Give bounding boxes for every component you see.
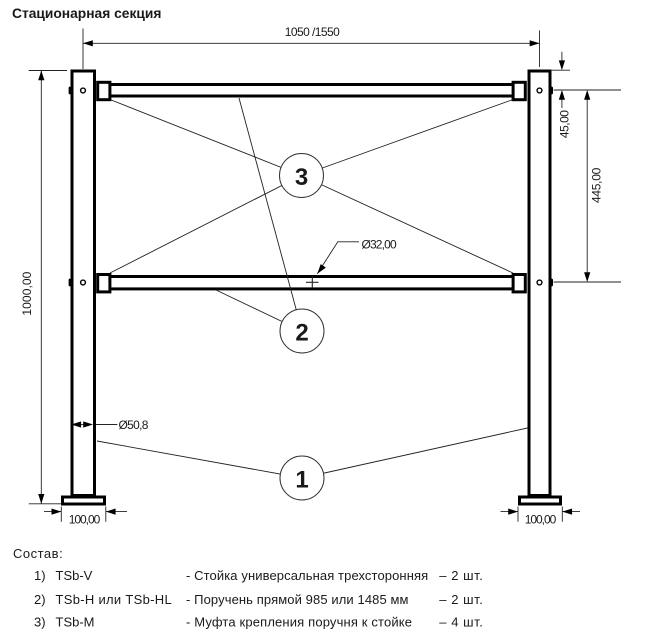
svg-text:- Муфта крепления поручня к ст: - Муфта крепления поручня к стойке [186,615,412,630]
svg-text:1050 /1550: 1050 /1550 [285,25,340,39]
svg-text:1000,00: 1000,00 [20,271,34,315]
svg-text:Ø50,8: Ø50,8 [119,418,149,432]
svg-text:– 2 шт.: – 2 шт. [439,592,483,607]
svg-text:Состав:: Состав: [13,546,63,561]
svg-text:45,00: 45,00 [558,110,572,138]
svg-text:445,00: 445,00 [590,167,604,203]
svg-text:1: 1 [295,467,308,494]
svg-text:1): 1) [34,568,46,583]
svg-text:2: 2 [295,320,308,347]
svg-text:100,00: 100,00 [525,512,557,526]
svg-text:TSb-V: TSb-V [56,568,93,583]
svg-text:3: 3 [295,164,308,191]
svg-text:3): 3) [34,615,46,630]
svg-text:– 2 шт.: – 2 шт. [439,568,483,583]
svg-text:- Поручень прямой 985 или 1485: - Поручень прямой 985 или 1485 мм [186,592,409,607]
svg-text:TSb-M: TSb-M [56,615,95,630]
svg-text:– 4 шт.: – 4 шт. [439,615,483,630]
svg-text:Стационарная секция: Стационарная секция [12,6,161,21]
svg-text:TSb-H или TSb-HL: TSb-H или TSb-HL [56,592,172,607]
svg-text:2): 2) [34,592,46,607]
svg-text:- Стойка универсальная трехсто: - Стойка универсальная трехсторонняя [186,568,428,583]
svg-text:Ø32,00: Ø32,00 [362,237,397,251]
svg-text:100,00: 100,00 [69,512,101,526]
